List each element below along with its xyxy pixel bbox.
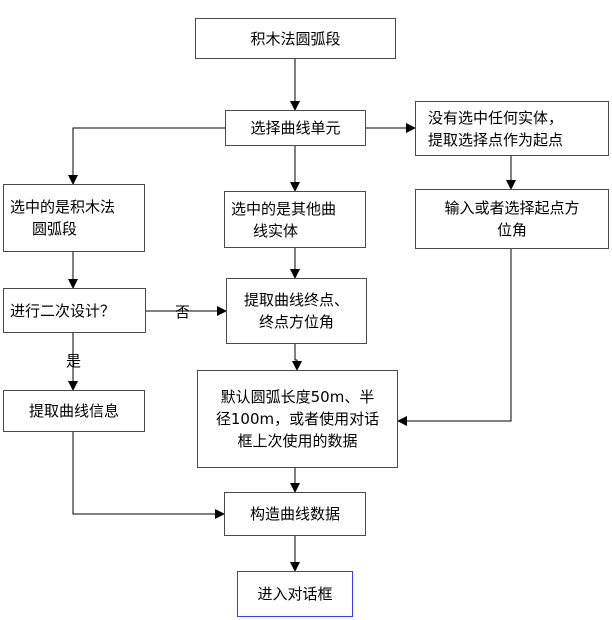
node-input-line2: 位角 <box>496 221 527 239</box>
node-extract-info-label: 提取曲线信息 <box>28 402 119 420</box>
node-select-curve-unit: 选择曲线单元 <box>225 110 366 146</box>
node-is-arc-line2: 圆弧段 <box>32 220 78 238</box>
edge-label-yes: 是 <box>66 352 82 370</box>
node-is-other: 选中的是其他曲 线实体 <box>224 191 366 248</box>
node-input-direction: 输入或者选择起点方 位角 <box>415 189 609 249</box>
node-construct-label: 构造曲线数据 <box>249 505 340 523</box>
node-default-line2: 径100m，或者使用对话 <box>215 410 380 428</box>
node-construct-curve: 构造曲线数据 <box>224 492 366 536</box>
node-is-arc-line1: 选中的是积木法 <box>10 198 116 216</box>
node-is-other-line2: 线实体 <box>253 221 299 240</box>
node-default-params: 默认圆弧长度50m、半 径100m，或者使用对话 框上次使用的数据 <box>197 370 398 468</box>
node-dialog-label: 进入对话框 <box>257 585 333 603</box>
node-none-line2: 提取选择点作为起点 <box>428 130 564 149</box>
node-extract-end: 提取曲线终点、 终点方位角 <box>226 278 367 344</box>
edge-label-no: 否 <box>175 303 191 321</box>
node-extract-end-line2: 终点方位角 <box>258 313 334 331</box>
node-redesign-label: 进行二次设计？ <box>10 301 116 320</box>
node-is-arc: 选中的是积木法 圆弧段 <box>3 184 145 252</box>
node-extract-info: 提取曲线信息 <box>3 390 145 432</box>
node-is-other-line1: 选中的是其他曲 <box>231 199 337 218</box>
edge-input-default <box>397 249 512 426</box>
node-none-selected: 没有选中任何实体， 提取选择点作为起点 <box>415 101 609 156</box>
edge-info-construct <box>72 432 225 519</box>
node-select-label: 选择曲线单元 <box>250 119 341 137</box>
node-none-line1: 没有选中任何实体， <box>428 108 564 127</box>
edge-extract-default <box>292 344 302 371</box>
node-default-line3: 框上次使用的数据 <box>237 432 358 450</box>
edge-select-arc <box>68 127 225 185</box>
node-redesign-decision: 进行二次设计？ <box>3 288 146 333</box>
node-enter-dialog: 进入对话框 <box>237 571 353 617</box>
node-input-line1: 输入或者选择起点方 <box>444 199 580 217</box>
node-default-line1: 默认圆弧长度50m、半 <box>220 388 375 406</box>
node-extract-end-line1: 提取曲线终点、 <box>243 291 349 309</box>
node-start-label: 积木法圆弧段 <box>250 29 341 48</box>
node-start: 积木法圆弧段 <box>195 18 396 59</box>
